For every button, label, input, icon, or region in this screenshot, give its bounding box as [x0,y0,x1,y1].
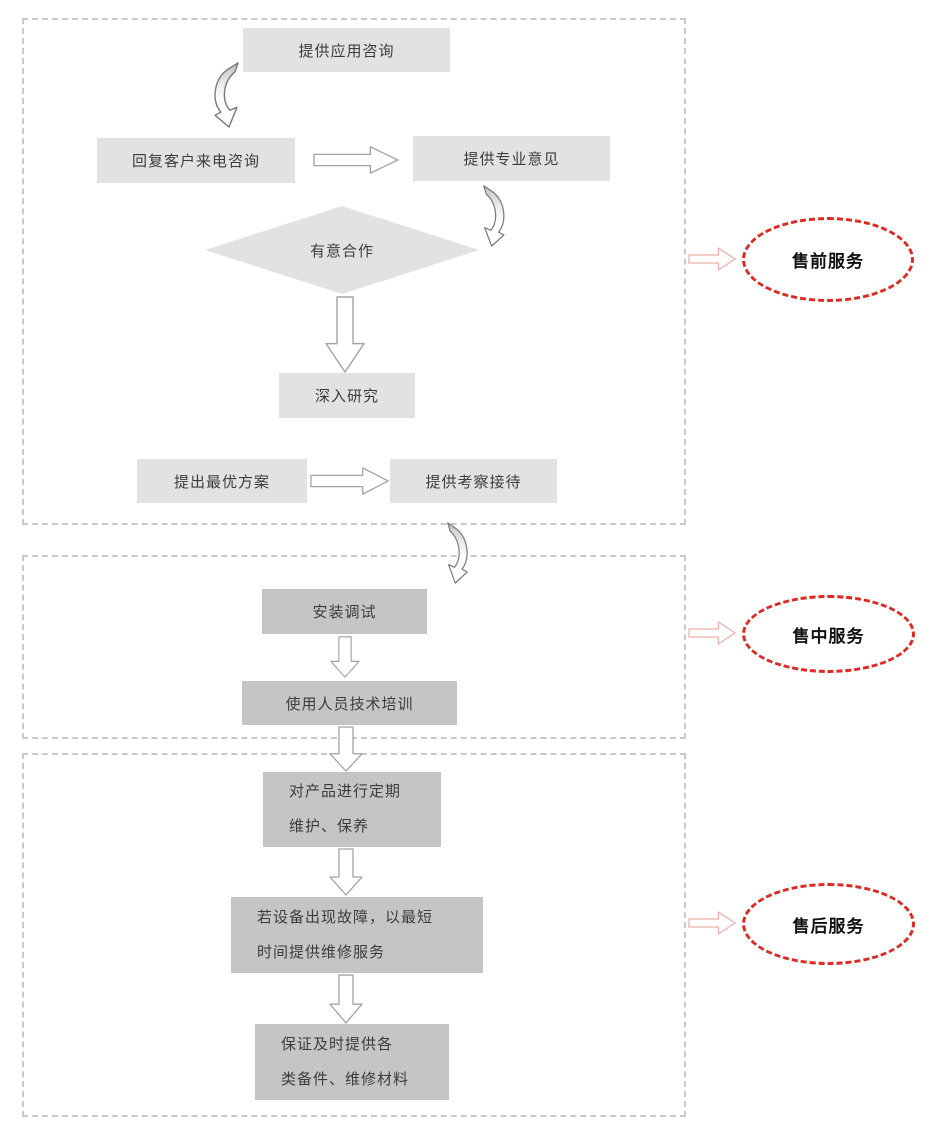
node-install: 安装调试 [262,589,427,634]
midsale-badge: 售中服务 [742,595,915,673]
node-training: 使用人员技术培训 [242,681,457,725]
node-repair-line1: 若设备出现故障，以最短 [257,908,434,926]
flow-arrow-right-icon [313,145,400,175]
node-maintenance-line2: 维护、保养 [289,818,370,835]
node-reception: 提供考察接待 [390,459,557,503]
red-pointer-icon [688,910,737,936]
curved-arrow-consult-reply-icon [208,61,240,128]
flow-arrow-down-icon [329,726,363,772]
presale-section [22,18,686,525]
node-advice: 提供专业意见 [413,136,610,181]
node-consult: 提供应用咨询 [243,28,450,72]
node-repair: 若设备出现故障，以最短 时间提供维修服务 [231,897,483,973]
node-spare: 保证及时提供各 类备件、维修材料 [255,1024,449,1100]
presale-badge: 售前服务 [742,217,914,302]
node-spare-line1: 保证及时提供各 [281,1035,394,1053]
aftersale-badge: 售后服务 [742,883,915,965]
node-research: 深入研究 [279,373,415,418]
red-pointer-icon [688,620,737,646]
node-maintenance-line1: 对产品进行定期 [289,783,402,800]
node-reply: 回复客户来电咨询 [97,138,295,183]
red-pointer-icon [688,246,737,272]
node-spare-line2: 类备件、维修材料 [281,1070,410,1088]
flow-arrow-right-icon [310,466,390,496]
midsale-section [22,555,686,739]
flow-arrow-down-icon [329,974,363,1024]
node-maintenance: 对产品进行定期 维护、保养 [263,772,441,847]
flow-arrow-down-icon [325,296,365,373]
flow-arrow-down-icon [329,848,363,896]
flow-arrow-down-icon [330,636,360,678]
node-repair-line2: 时间提供维修服务 [257,943,386,961]
curved-arrow-presale-midsale-icon [446,521,473,584]
node-proposal: 提出最优方案 [137,459,307,503]
curved-arrow-advice-decision-icon [482,184,510,247]
